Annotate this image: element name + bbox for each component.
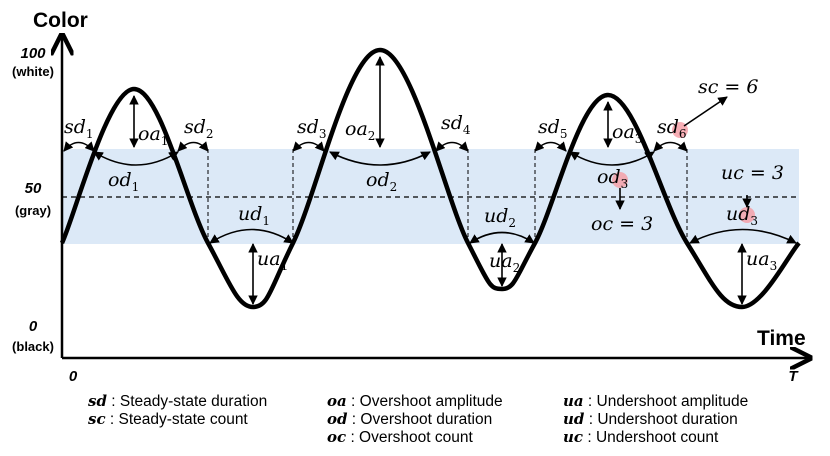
signal-curve (59, 47, 801, 310)
x-axis-title: Time (757, 327, 806, 350)
label-sc-count: sc = 6 (698, 76, 758, 98)
dashed-markers (207, 149, 688, 244)
label-ud2: ud2 (484, 205, 516, 230)
label-ud1: ud1 (238, 203, 270, 228)
oc-highlight-dot (612, 172, 628, 188)
duration-arcs (63, 141, 797, 244)
amplitude-arrows (129, 56, 752, 305)
label-ua3: ua3 (746, 248, 777, 273)
label-uc-count: uc = 3 (721, 162, 784, 184)
y-axis-title: Color (33, 9, 88, 32)
x-tick-start: 0 (69, 368, 78, 385)
y-tick-100-sub: (white) (12, 64, 54, 79)
label-sd1: sd1 (64, 116, 94, 141)
legend-ud: ud : Undershoot duration (563, 410, 738, 428)
legend-sd: sd : Steady-state duration (88, 392, 267, 410)
label-oc-count: oc = 3 (591, 213, 653, 235)
y-tick-100: 100 (20, 45, 46, 62)
label-oa2: oa2 (345, 118, 375, 143)
label-sd5: sd5 (538, 116, 568, 141)
legend-oc: oc : Overshoot count (327, 428, 473, 446)
y-tick-0-sub: (black) (12, 339, 54, 354)
label-oa1: oa1 (138, 123, 168, 148)
uc-highlight-dot (739, 207, 755, 223)
legend-od: od : Overshoot duration (327, 410, 492, 428)
label-sd2: sd2 (184, 116, 214, 141)
label-sd3: sd3 (297, 116, 327, 141)
legend-oa: oa : Overshoot amplitude (327, 392, 503, 410)
label-sd6: sd6 (657, 116, 687, 141)
y-tick-50: 50 (25, 180, 42, 197)
label-oa3: oa3 (612, 121, 642, 146)
legend: sd : Steady-state duration sc : Steady-s… (88, 392, 748, 446)
legend-uc: uc : Undershoot count (563, 428, 719, 446)
y-tick-0: 0 (29, 318, 38, 335)
legend-ua: ua : Undershoot amplitude (563, 392, 748, 410)
x-tick-end: T (788, 368, 799, 385)
label-ua2: ua2 (489, 250, 520, 275)
label-sd4: sd4 (441, 112, 471, 137)
label-ua1: ua1 (257, 248, 288, 273)
legend-sc: sc : Steady-state count (88, 410, 248, 428)
label-ud3: ud3 (726, 203, 758, 228)
label-od1: od1 (108, 169, 139, 194)
y-tick-50-sub: (gray) (15, 203, 51, 218)
label-od3: od3 (597, 166, 628, 191)
label-od2: od2 (366, 169, 397, 194)
